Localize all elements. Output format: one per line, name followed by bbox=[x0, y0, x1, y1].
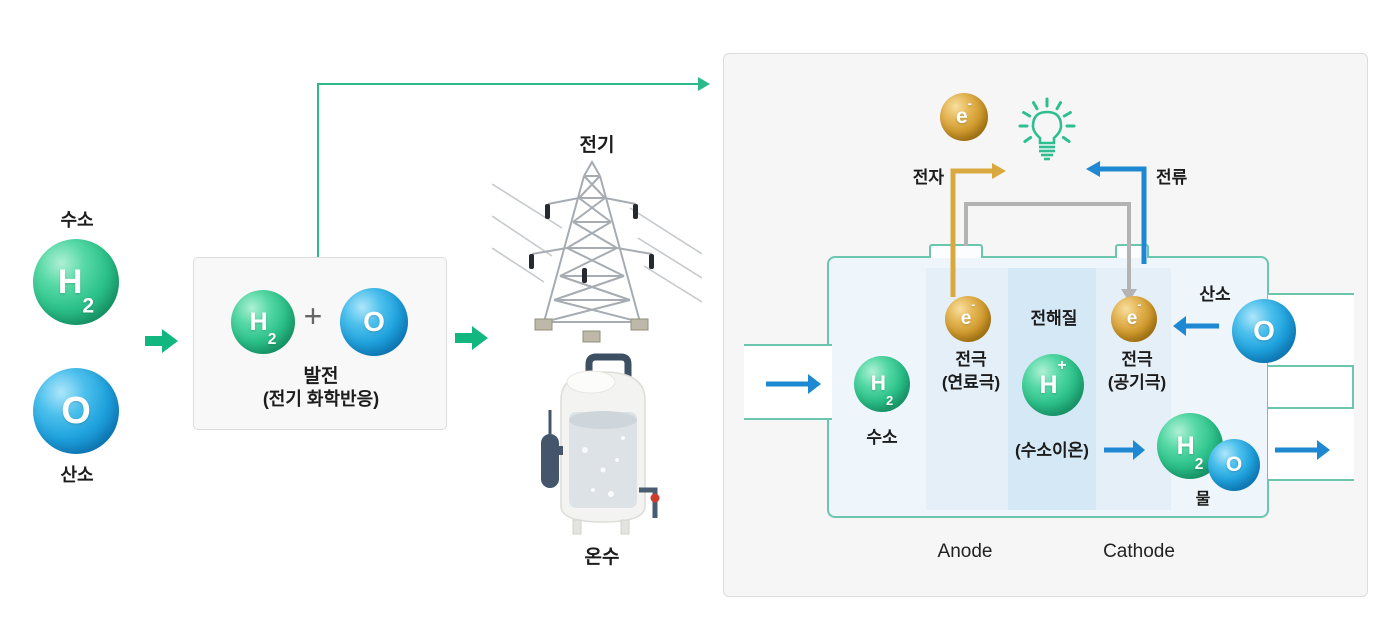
connector-arrowhead-icon bbox=[698, 77, 710, 91]
generation-subtitle: (전기 화학반응) bbox=[262, 389, 380, 409]
electrolyte-label: 전해질 bbox=[1030, 309, 1078, 328]
hydrogen-ion-label: (수소이온) bbox=[1015, 441, 1089, 460]
cathode-electron-sphere: e- bbox=[1111, 296, 1157, 342]
anode-terminal-tab bbox=[929, 244, 983, 258]
hydrogen-in-arrow-icon bbox=[766, 374, 821, 394]
hydrogen-symbol: H bbox=[57, 262, 83, 301]
oxygen-symbol: O bbox=[61, 389, 91, 432]
electricity-label: 전기 bbox=[579, 135, 615, 156]
circuit-wires bbox=[950, 161, 1147, 302]
electrode-label-line1: 전극 bbox=[955, 350, 987, 369]
electron-symbol-superscript: - bbox=[967, 95, 973, 111]
gold-right-arrowhead bbox=[992, 163, 1006, 179]
oxygen-symbol: O bbox=[363, 306, 385, 337]
electron-symbol: e bbox=[1126, 308, 1138, 329]
oxygen-input-label: 산소 bbox=[60, 465, 94, 485]
hydrogen-ion-superscript: + bbox=[1057, 357, 1067, 375]
oxygen-symbol: O bbox=[1225, 453, 1243, 476]
water-label: 물 bbox=[1195, 491, 1211, 508]
water-port-bottom-edge bbox=[1268, 479, 1354, 481]
hot-water-tank-icon bbox=[541, 353, 660, 535]
electrode-label-line1: 전극 bbox=[1121, 350, 1153, 369]
electron-symbol: e bbox=[955, 105, 968, 128]
hot-water-label: 온수 bbox=[584, 547, 620, 568]
water-oxygen-sphere: O bbox=[1208, 439, 1260, 491]
oxygen-molecule-sphere: O bbox=[33, 368, 119, 454]
box-oxygen-sphere: O bbox=[340, 288, 408, 356]
cathode-caption: Cathode bbox=[1103, 541, 1175, 562]
hydrogen-symbol: H bbox=[1176, 431, 1195, 460]
flow-arrow-icon bbox=[455, 326, 488, 350]
gray-down-arrowhead bbox=[1121, 289, 1137, 302]
hydrogen-symbol-subscript: 2 bbox=[267, 330, 277, 348]
connector-line-horizontal bbox=[317, 83, 699, 85]
lightbulb-icon bbox=[1018, 97, 1076, 161]
ion-flow-arrow-icon bbox=[1104, 440, 1145, 460]
oxygen-in-arrow-icon bbox=[1173, 316, 1219, 336]
hydrogen-symbol: H bbox=[249, 307, 268, 336]
electrode-label-line2: (연료극) bbox=[941, 373, 1001, 392]
hydrogen-ion-sphere: H+ bbox=[1022, 354, 1084, 416]
port-step-edge bbox=[1352, 365, 1354, 409]
oxygen-port-bottom-edge bbox=[1268, 365, 1354, 367]
oxygen-in-sphere: O bbox=[1232, 299, 1296, 363]
flow-arrow-icon bbox=[145, 329, 178, 353]
hydrogen-symbol-subscript: 2 bbox=[82, 294, 95, 318]
plus-sign: + bbox=[303, 298, 323, 334]
hydrogen-symbol: H bbox=[870, 372, 886, 395]
hydrogen-input-label: 수소 bbox=[60, 210, 94, 230]
electron-symbol: e bbox=[960, 308, 972, 329]
electron-flow-label: 전자 bbox=[912, 168, 944, 187]
hydrogen-ion-symbol: H bbox=[1039, 370, 1058, 399]
oxygen-port-top-edge bbox=[1268, 293, 1354, 295]
oxygen-in-label: 산소 bbox=[1199, 285, 1231, 304]
water-port-top-edge bbox=[1268, 407, 1354, 409]
cathode-electrode-label: 전극 (공기극) bbox=[1083, 348, 1191, 394]
anode-electrode-label: 전극 (연료극) bbox=[917, 348, 1025, 394]
water-out-arrow-icon bbox=[1275, 440, 1330, 460]
connector-line-vertical bbox=[317, 84, 319, 257]
blue-left-arrowhead bbox=[1086, 161, 1100, 177]
electrode-label-line2: (공기극) bbox=[1107, 373, 1167, 392]
generation-title: 발전 bbox=[303, 366, 339, 387]
hydrogen-symbol-subscript: 2 bbox=[885, 392, 894, 408]
cell-hydrogen-label: 수소 bbox=[866, 428, 898, 447]
anode-caption: Anode bbox=[937, 541, 993, 562]
electron-symbol-superscript: - bbox=[971, 298, 976, 312]
electron-symbol-superscript: - bbox=[1137, 298, 1142, 312]
hydrogen-symbol-subscript: 2 bbox=[1194, 455, 1204, 473]
anode-electron-sphere: e- bbox=[945, 296, 991, 342]
cathode-terminal-tab bbox=[1115, 244, 1149, 258]
transmission-tower-icon bbox=[492, 159, 702, 343]
current-label: 전류 bbox=[1156, 168, 1188, 187]
electron-sphere: e- bbox=[940, 93, 988, 141]
oxygen-symbol: O bbox=[1253, 315, 1275, 346]
